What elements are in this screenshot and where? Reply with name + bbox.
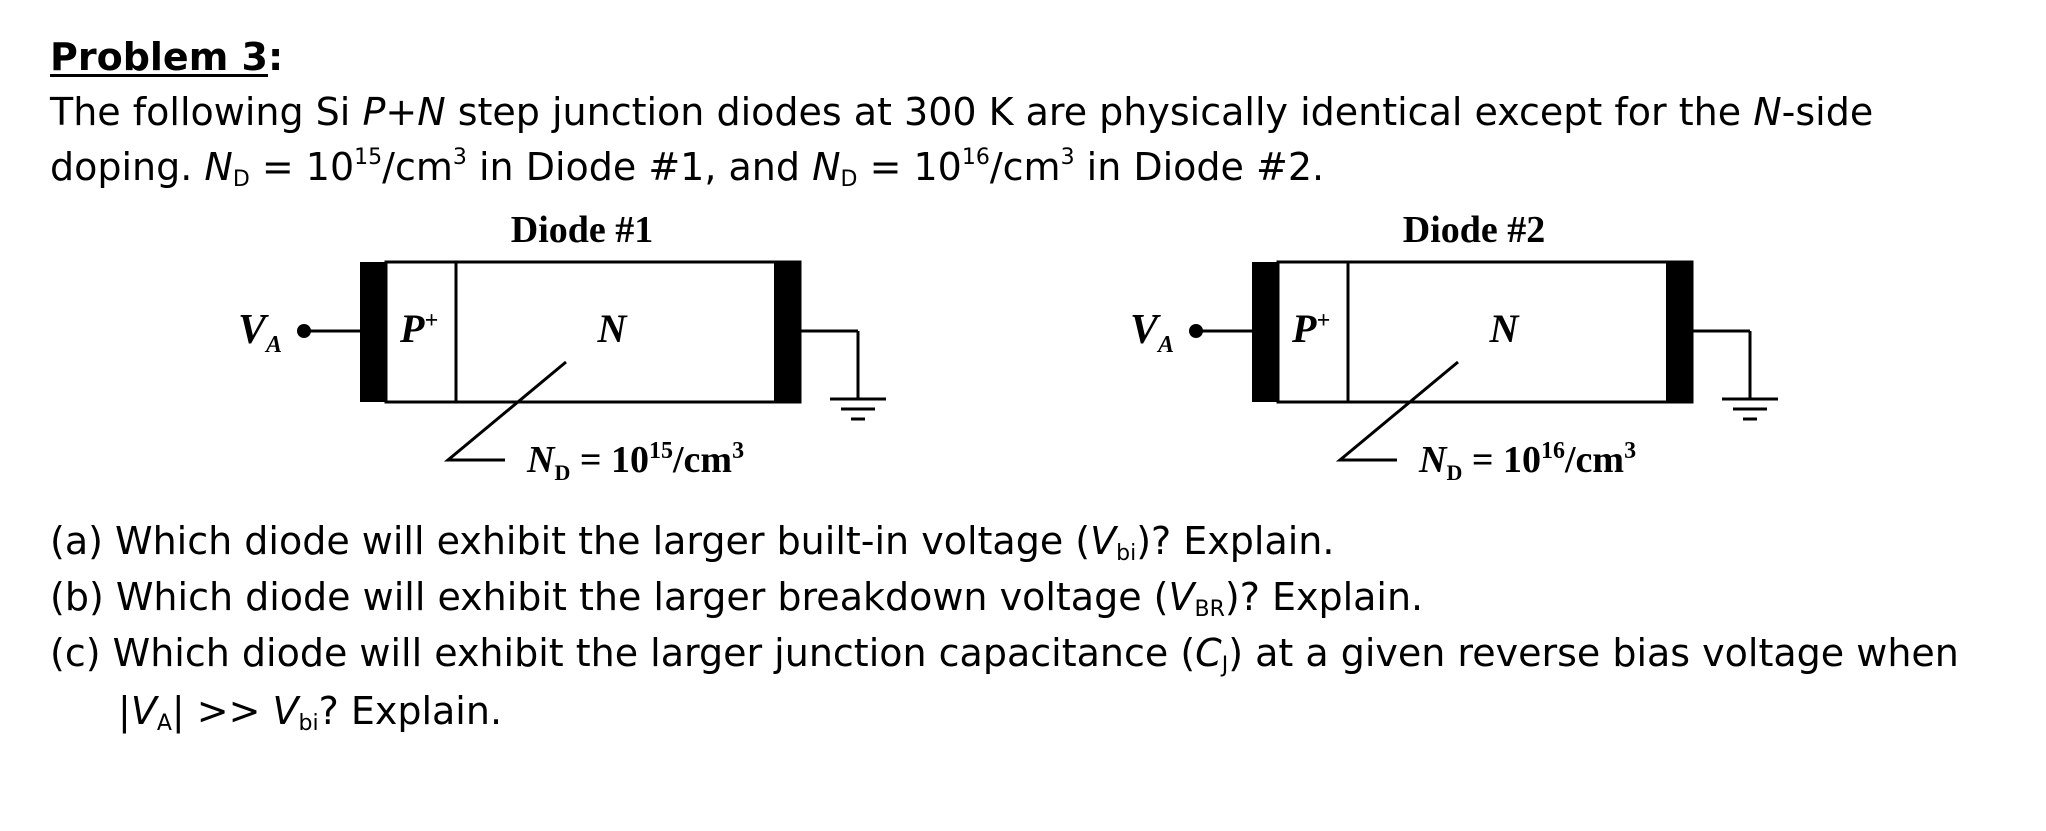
question-b-post: )? Explain. xyxy=(1224,575,1424,619)
intro-line-1: The following Si P+N step junction diode… xyxy=(50,93,1873,131)
intro-text-b: step junction diodes at 300 K are physic… xyxy=(445,90,1754,134)
nd1-equals: = 10 xyxy=(249,145,355,189)
question-c-subscript: J xyxy=(1221,653,1229,678)
question-c2-bar1: | xyxy=(118,689,131,733)
problem-title-text: Problem 3 xyxy=(50,35,268,79)
question-a-post: )? Explain. xyxy=(1136,519,1335,563)
nd1-unit-exponent: 3 xyxy=(452,145,467,170)
nd1-exponent: 15 xyxy=(354,145,383,170)
nd2-unit-exponent: 3 xyxy=(1060,145,1075,170)
diode-2-terminal: VA xyxy=(1130,307,1174,358)
question-c2-symbol-2: V xyxy=(272,689,299,733)
question-c2-post: ? Explain. xyxy=(318,689,503,733)
question-c2-symbol-1: V xyxy=(130,689,157,733)
diode-1-p-region: P+ xyxy=(399,306,438,351)
diode-2-left-contact xyxy=(1252,262,1278,402)
diode-1-ground-icon xyxy=(828,329,888,421)
diode-2-n-region: N xyxy=(1489,306,1521,351)
question-a: (a) Which diode will exhibit the larger … xyxy=(50,519,1335,565)
question-b-pre: (b) Which diode will exhibit the larger … xyxy=(50,575,1169,619)
question-c2-subscript-1: A xyxy=(156,711,172,736)
question-c-post: ) at a given reverse bias voltage when xyxy=(1228,631,1959,675)
diode-2-ground-icon xyxy=(1720,329,1780,421)
diode-2-right-contact xyxy=(1666,262,1692,402)
pn-label: P+N xyxy=(362,90,446,134)
diode-1-doping-label: ND = 1015/cm3 xyxy=(526,438,744,485)
diode-2-leader-line xyxy=(1335,360,1459,462)
intro-text-c: -side xyxy=(1781,90,1874,134)
nd2-subscript: D xyxy=(840,167,858,192)
intro2-mid: in Diode #1, and xyxy=(466,145,813,189)
diode-1-leader-line xyxy=(443,360,567,462)
diode-1-body xyxy=(384,260,802,404)
diode-1: Diode #1 VA P+ N ND = 1015/cm3 xyxy=(238,209,888,485)
diode-2-doping-label: ND = 1016/cm3 xyxy=(1418,438,1636,485)
nd1-unit: /cm xyxy=(382,145,453,189)
problem-title: Problem 3: xyxy=(50,38,283,76)
diode-1-n-region: N xyxy=(597,306,629,351)
question-a-subscript: bi xyxy=(1116,541,1137,566)
question-c-pre: (c) Which diode will exhibit the larger … xyxy=(50,631,1196,675)
intro2-end: in Diode #2. xyxy=(1074,145,1325,189)
diode-1-right-contact xyxy=(774,262,800,402)
question-b-subscript: BR xyxy=(1194,597,1225,622)
diode-1-label: Diode #1 xyxy=(511,209,654,251)
question-c2-subscript-2: bi xyxy=(298,711,319,736)
nd2-symbol: N xyxy=(812,145,841,189)
nd2-exponent: 16 xyxy=(961,145,990,170)
intro2-text-a: doping. xyxy=(50,145,205,189)
nd2-equals: = 10 xyxy=(857,145,962,189)
nd1-symbol: N xyxy=(204,145,233,189)
nd1-subscript: D xyxy=(232,167,250,192)
question-b-symbol: V xyxy=(1168,575,1195,619)
question-c2-bar2: | >> xyxy=(171,689,273,733)
question-c: (c) Which diode will exhibit the larger … xyxy=(50,631,1959,677)
diode-2: Diode #2 VA P+ N ND = 1016/cm3 xyxy=(1130,209,1780,485)
question-a-symbol: V xyxy=(1090,519,1117,563)
diode-2-p-region: P+ xyxy=(1291,306,1330,351)
question-c-symbol: C xyxy=(1195,631,1222,675)
question-a-pre: (a) Which diode will exhibit the larger … xyxy=(50,519,1091,563)
nd2-unit: /cm xyxy=(989,145,1061,189)
intro-text-a: The following Si xyxy=(50,90,363,134)
problem-title-colon: : xyxy=(267,35,284,79)
diode-2-body xyxy=(1276,260,1694,404)
diode-2-label: Diode #2 xyxy=(1403,209,1546,251)
diode-1-left-contact xyxy=(360,262,386,402)
question-b: (b) Which diode will exhibit the larger … xyxy=(50,575,1424,621)
intro-line-2: doping. ND = 1015/cm3 in Diode #1, and N… xyxy=(50,145,1325,191)
n-side-label: N xyxy=(1753,90,1782,134)
question-c-continued: |VA| >> Vbi? Explain. xyxy=(118,689,503,735)
diode-1-terminal: VA xyxy=(238,307,282,358)
